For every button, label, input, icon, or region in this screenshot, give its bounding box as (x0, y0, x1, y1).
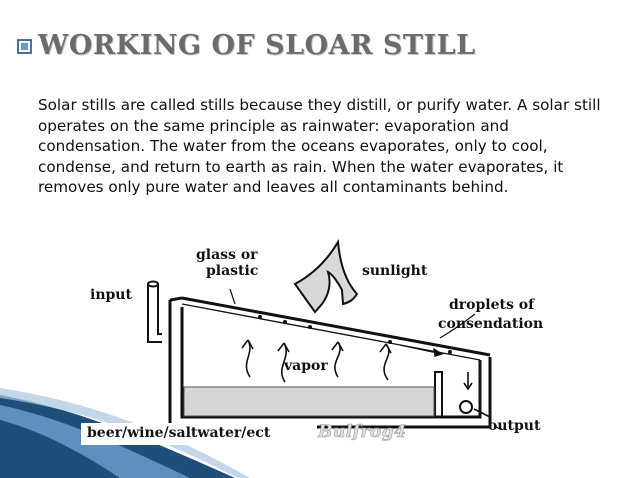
input-pipe (147, 280, 162, 343)
still-housing (168, 296, 492, 429)
label-output: output (488, 418, 541, 434)
label-droplets-line2: consendation (438, 316, 544, 332)
label-glass-line2: plastic (206, 263, 259, 279)
vapor-arrows (241, 339, 392, 383)
condensate-arrow (399, 344, 444, 357)
droplets (258, 315, 452, 354)
label-sunlight: sunlight (362, 263, 428, 279)
label-vapor: vapor (284, 358, 328, 374)
body-paragraph: Solar stills are called stills because t… (38, 96, 601, 197)
feed-label-box: beer/wine/saltwater/ect (81, 423, 317, 445)
label-input: input (90, 287, 132, 303)
output-drain (459, 372, 491, 418)
leader-lines (229, 288, 503, 430)
watermark: Bulfrog4 (318, 422, 407, 443)
label-feed: beer/wine/saltwater/ect (87, 425, 271, 441)
water-pool (183, 386, 435, 417)
collection-trough (434, 371, 443, 417)
solar-still-drawing (147, 238, 503, 430)
title-bullet-icon (17, 39, 32, 54)
glass-cover (181, 296, 491, 357)
label-droplets-line1: droplets of (449, 297, 535, 313)
solar-still-diagram: glass or plastic sunlight input droplets… (70, 232, 570, 447)
sunlight-arrow-icon (293, 238, 359, 314)
label-glass-line1: glass or (196, 247, 258, 263)
slide-title: WORKING OF SLOAR STILL (38, 30, 476, 61)
